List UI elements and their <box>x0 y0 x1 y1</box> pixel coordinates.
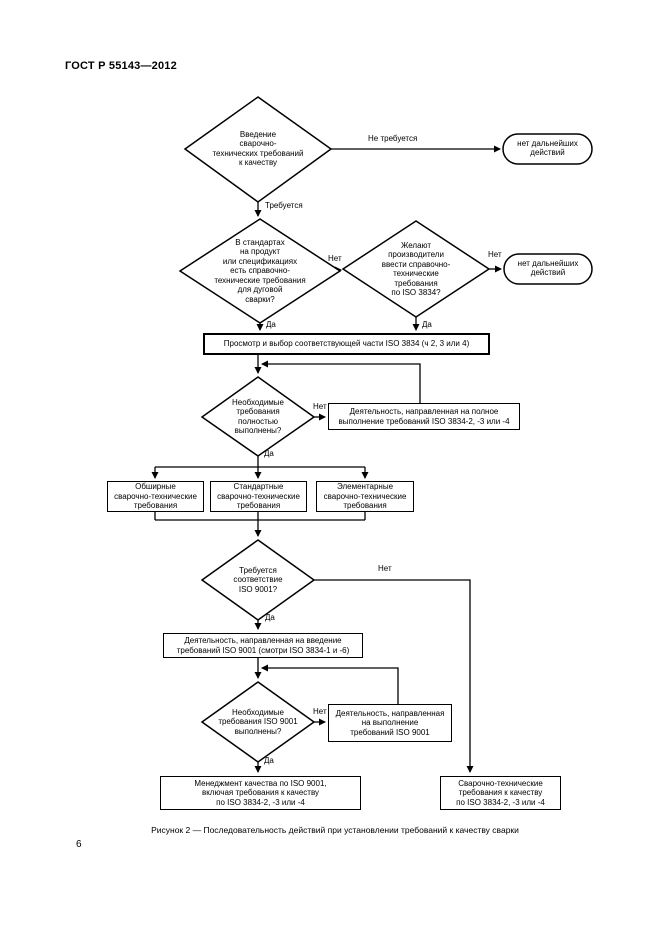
page-header: ГОСТ Р 55143—2012 <box>65 60 177 72</box>
label-no-requirements-met: Нет <box>313 402 327 411</box>
decision-requirements-met-shape <box>200 376 316 457</box>
decision-manufacturers-text: Желают производители ввести справочно- т… <box>381 241 451 298</box>
label-no-iso9001-met: Нет <box>313 707 327 716</box>
terminator-2-shape <box>503 253 593 285</box>
box-quality-management: Менеджмент качества по ISO 9001, включая… <box>160 776 361 810</box>
decision-iso9001-required-shape <box>200 539 316 621</box>
label-yes-manufacturers: Да <box>422 320 432 329</box>
decision-intro-text: Введение сварочно- технических требовани… <box>212 130 304 168</box>
edge-no-d5 <box>314 579 474 773</box>
box-standard-requirements: Стандартные сварочно-технические требова… <box>210 481 307 512</box>
decision-intro-shape <box>183 96 333 203</box>
decision-manufacturers-shape <box>341 220 491 318</box>
label-no-manufacturers: Нет <box>488 250 502 259</box>
decision-iso9001-required-text: Требуется соответствие ISO 9001? <box>233 566 283 594</box>
box-extensive-requirements: Обширные сварочно-технические требования <box>107 481 204 512</box>
process-introduce-9001-box: Деятельность, направленная на введение т… <box>163 633 363 658</box>
label-no-standards: Нет <box>328 254 342 263</box>
box-welding-requirements: Сварочно-технические требования к качест… <box>440 776 561 810</box>
label-yes-iso9001-required: Да <box>265 613 275 622</box>
edge-yes-d4-split <box>155 456 365 468</box>
label-yes-iso9001-met: Да <box>264 756 274 765</box>
edge-loop-3834 <box>261 360 421 403</box>
process-fulfill-3834-box: Деятельность, направленная на полное вып… <box>328 403 520 430</box>
box-elementary-requirements: Элементарные сварочно-технические требов… <box>316 481 414 512</box>
decision-iso9001-met-shape <box>200 681 316 763</box>
label-no-iso9001-required: Нет <box>378 564 392 573</box>
terminator-1-text: нет дальнейших действий <box>517 139 578 158</box>
edge-merge <box>154 512 366 521</box>
page-number: 6 <box>76 839 82 850</box>
decision-standards-shape <box>178 218 342 324</box>
decision-standards-text: В стандартах на продукт или спецификация… <box>214 238 306 304</box>
terminator-2-text: нет дальнейших действий <box>517 259 579 278</box>
decision-requirements-met-text: Необходимые требования полностью выполне… <box>231 398 284 436</box>
process-select-part-box: Просмотр и выбор соответствующей части I… <box>203 333 490 355</box>
label-yes-requirements-met: Да <box>264 449 274 458</box>
label-yes-standards: Да <box>266 320 276 329</box>
label-required: Требуется <box>265 201 303 210</box>
edge-loop-9001 <box>261 664 399 704</box>
process-fulfill-9001-box: Деятельность, направленная на выполнение… <box>328 704 452 742</box>
connectors <box>151 145 502 773</box>
label-not-required: Не требуется <box>368 134 418 143</box>
terminator-1-shape <box>502 133 593 165</box>
figure-caption: Рисунок 2 — Последовательность действий … <box>151 825 519 835</box>
decision-iso9001-met-text: Необходимые требования ISO 9001 выполнен… <box>218 708 298 736</box>
